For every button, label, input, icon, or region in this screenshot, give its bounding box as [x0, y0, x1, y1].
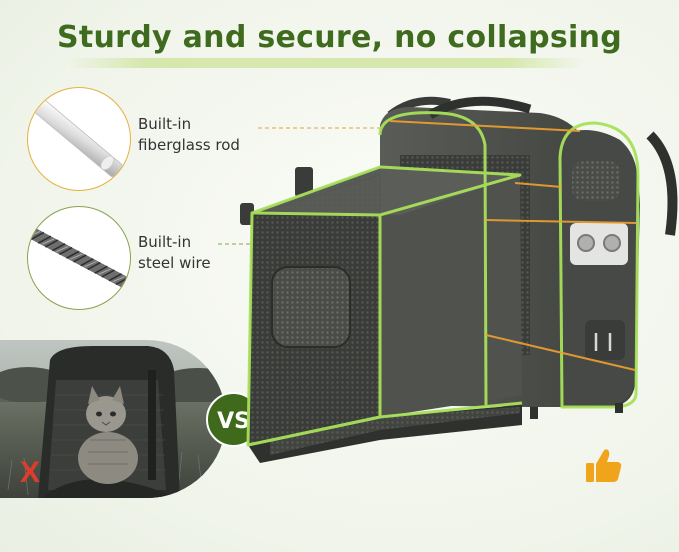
frame-main-arch [378, 111, 488, 406]
headline: Sturdy and secure, no collapsing [56, 20, 623, 55]
collapsed-carrier-photo [0, 340, 226, 498]
frame-side-arch [558, 121, 640, 409]
steel-wire-label: Built-in steel wire [138, 233, 211, 272]
expanded-carrier-image [240, 96, 678, 463]
steel-wire-circle [27, 206, 131, 310]
bad-example-x-mark: X [20, 456, 41, 489]
fiberglass-rod-label: Built-in fiberglass rod [138, 115, 240, 154]
headline-highlight [68, 58, 586, 68]
thumbs-up-icon [586, 449, 622, 482]
cat-in-collapsed-carrier-image [0, 340, 226, 498]
frame-top-rect [251, 165, 522, 217]
frame-floor [247, 401, 523, 447]
fiberglass-rod-circle [27, 87, 131, 191]
